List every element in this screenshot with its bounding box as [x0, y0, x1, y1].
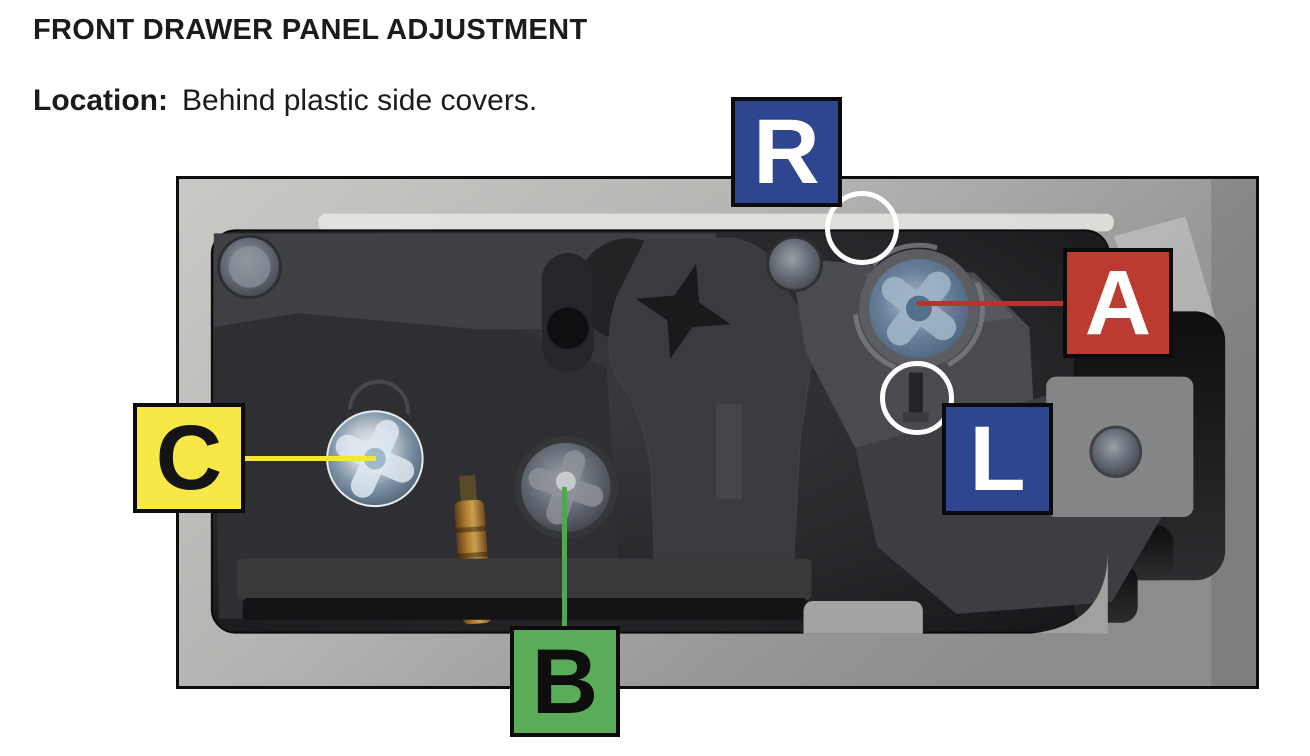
top-left-rivet-face [228, 246, 271, 288]
callout-r: R [731, 97, 842, 207]
callout-b: B [510, 626, 620, 737]
leader-line-b [562, 487, 567, 628]
star-cutout [635, 263, 731, 359]
leader-line-c [244, 456, 376, 461]
callout-l-letter: L [969, 408, 1026, 510]
bottom-groove [242, 598, 808, 620]
callout-c: C [133, 403, 245, 513]
bottom-panel-tab [803, 601, 923, 634]
highlight-circle-r [825, 191, 899, 265]
leader-line-a [917, 301, 1064, 306]
highlight-circle-l [880, 361, 954, 435]
right-rivet [1089, 425, 1143, 478]
screw-a [852, 242, 986, 375]
slot-hole [546, 307, 589, 349]
panel-bevel-highlight [318, 213, 1114, 232]
callout-r-letter: R [753, 101, 820, 203]
location-label: Location: [33, 84, 168, 117]
location-line: Location: Behind plastic side covers. [33, 84, 537, 118]
callout-a-letter: A [1084, 252, 1152, 354]
stamped-text-hint [716, 404, 742, 500]
callout-b-letter: B [531, 630, 599, 733]
bottom-right-panel-curve [1030, 550, 1108, 634]
callout-a: A [1063, 248, 1173, 358]
location-text: Behind plastic side covers. [182, 84, 538, 117]
callout-c-letter: C [155, 407, 223, 509]
page-title: FRONT DRAWER PANEL ADJUSTMENT [33, 14, 588, 46]
callout-l: L [942, 403, 1053, 515]
bottom-rail [236, 558, 812, 601]
top-center-rivet [766, 235, 823, 293]
